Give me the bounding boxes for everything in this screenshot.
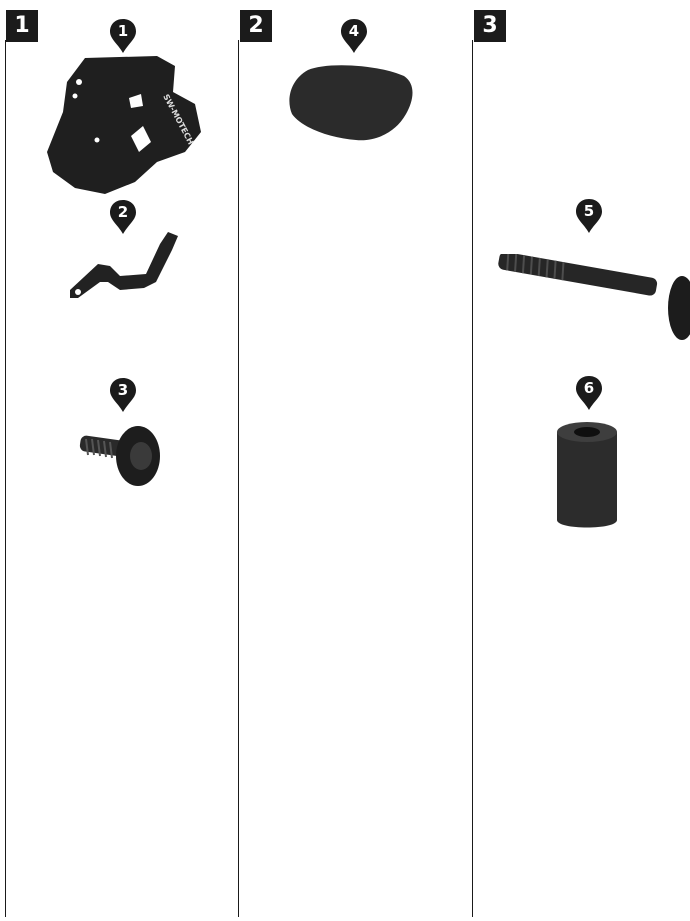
part-number-1: 1 [109, 21, 137, 41]
step-badge-3: 3 [474, 10, 506, 42]
rubber-pad-icon [286, 60, 418, 144]
part-marker-3: 3 [109, 377, 137, 413]
part-marker-1: 1 [109, 18, 137, 54]
step-badge-2: 2 [240, 10, 272, 42]
part-number-5: 5 [575, 201, 603, 221]
part-marker-4: 4 [340, 18, 368, 54]
bent-bracket-icon [64, 228, 184, 300]
part-number-4: 4 [340, 21, 368, 41]
part-marker-5: 5 [575, 198, 603, 234]
column-divider-1 [238, 40, 239, 917]
part-number-3: 3 [109, 380, 137, 400]
bracket-plate-icon: SW-MOTECH [45, 52, 205, 197]
part-rubber-pad [286, 60, 418, 148]
part-marker-6: 6 [575, 375, 603, 411]
part-number-2: 2 [109, 202, 137, 222]
flange-bolt-icon [78, 420, 168, 490]
part-flange-bolt [78, 420, 168, 494]
part-bent-bracket [64, 228, 184, 304]
part-bracket-plate: SW-MOTECH [45, 52, 205, 201]
column-divider-2 [472, 40, 473, 917]
column-divider-left [5, 40, 6, 917]
spacer-sleeve-icon [555, 420, 619, 532]
part-number-6: 6 [575, 378, 603, 398]
step-badge-1: 1 [6, 10, 38, 42]
long-bolt-icon [494, 254, 690, 346]
part-spacer-sleeve [555, 420, 619, 536]
part-long-bolt [494, 254, 690, 350]
